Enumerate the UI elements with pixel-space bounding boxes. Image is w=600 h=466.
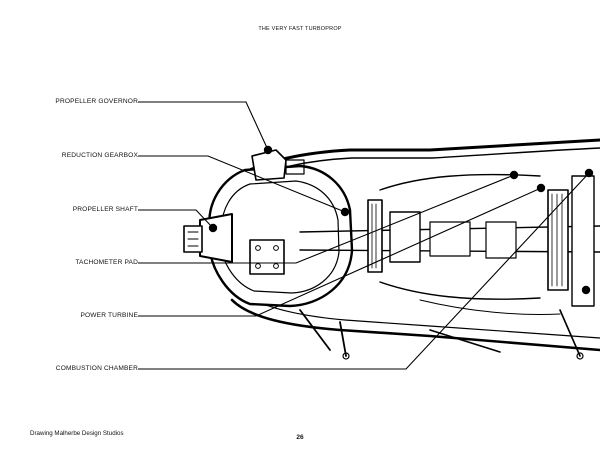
callout-markers	[208, 145, 594, 295]
page-number: 26	[296, 434, 304, 441]
leader-power-turbine	[138, 187, 542, 317]
footer-credit: Drawing Malherbe Design Studios	[30, 430, 124, 437]
leader-combustion-chamber	[138, 172, 590, 370]
marker-lower-right	[581, 285, 591, 295]
marker-combustion-chamber	[584, 168, 594, 178]
marker-propeller-shaft	[208, 223, 218, 233]
label-propeller-shaft: PROPELLER SHAFT	[72, 206, 138, 213]
label-combustion-chamber: COMBUSTION CHAMBER	[55, 365, 138, 372]
marker-power-turbine	[536, 183, 546, 193]
leader-propeller-governor	[138, 101, 269, 151]
label-propeller-governor: PROPELLER GOVERNOR	[55, 98, 138, 105]
page-header: THE VERY FAST TURBOPROP	[258, 26, 342, 32]
leader-reduction-gearbox	[138, 155, 346, 213]
engine-illustration	[183, 138, 600, 360]
label-tachometer-pad: TACHOMETER PAD	[75, 259, 138, 266]
label-power-turbine: POWER TURBINE	[80, 312, 138, 319]
label-reduction-gearbox: REDUCTION GEARBOX	[61, 152, 138, 159]
marker-reduction-gearbox	[340, 207, 350, 217]
leader-tachometer-pad	[138, 174, 515, 264]
leader-lines	[138, 101, 590, 370]
marker-propeller-governor	[263, 145, 273, 155]
marker-tachometer-pad	[509, 170, 519, 180]
leader-propeller-shaft	[138, 209, 214, 229]
